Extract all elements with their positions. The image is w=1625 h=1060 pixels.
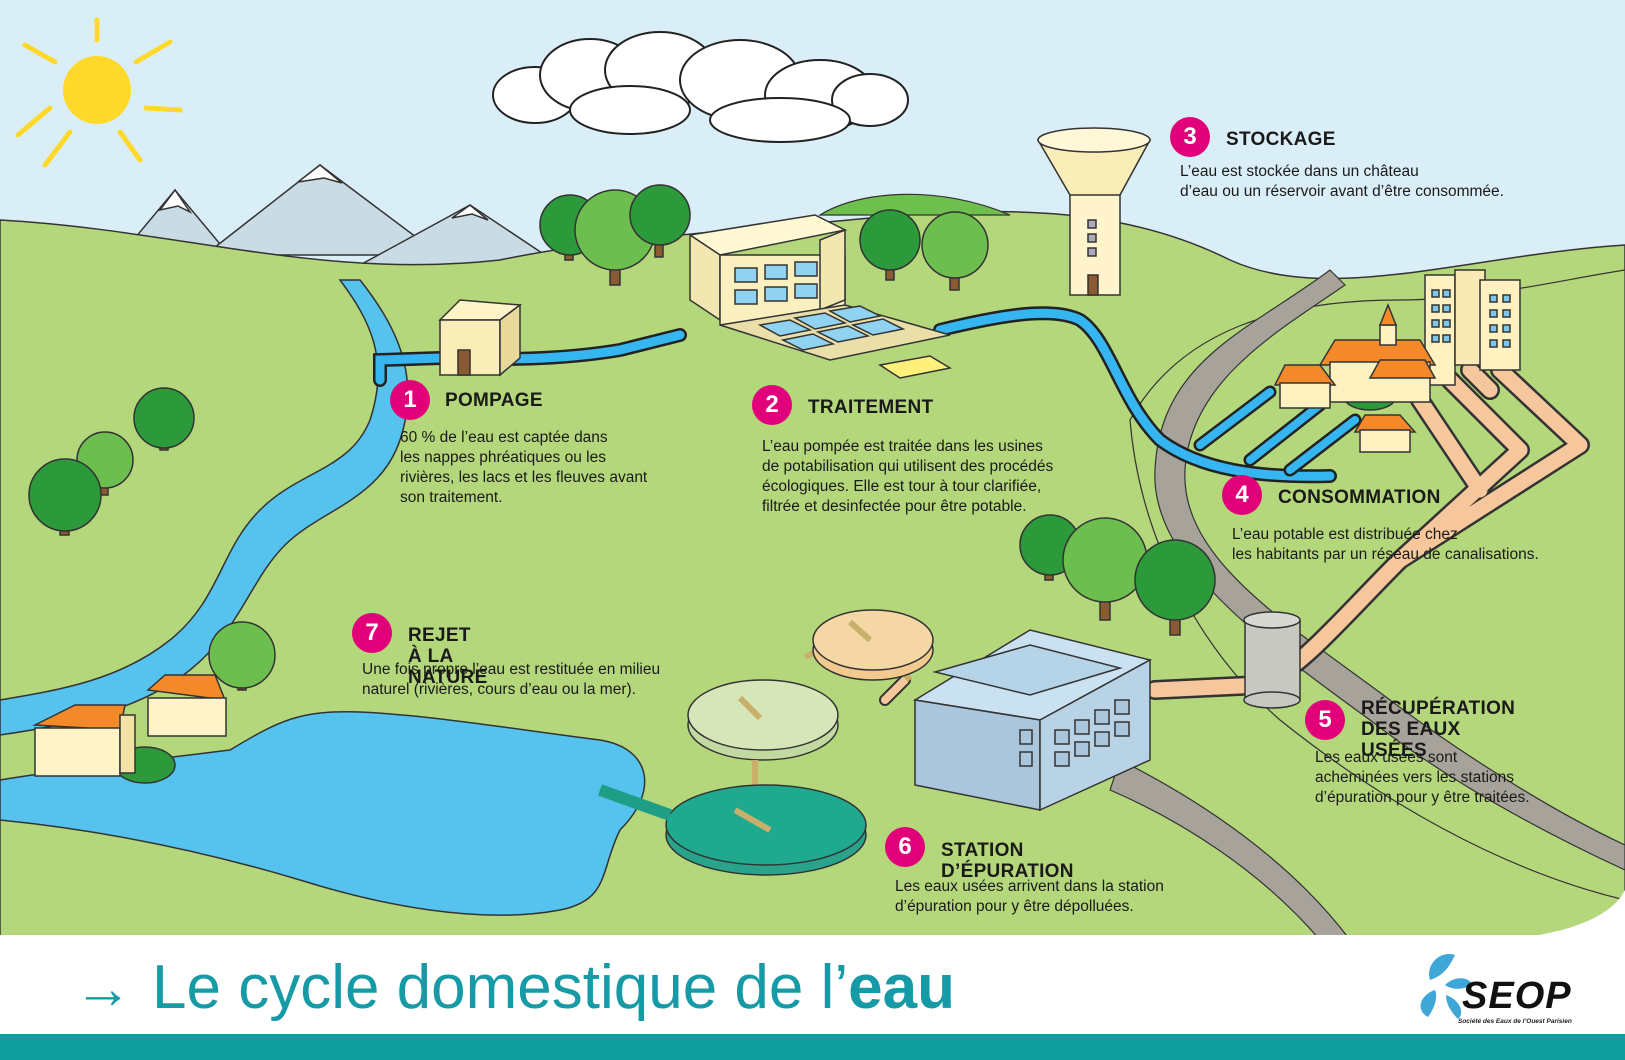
step-number-badge: 7 xyxy=(352,613,392,653)
step-description: Les eaux usées sont acheminées vers les … xyxy=(1315,749,1530,806)
step-title: STATION D’ÉPURATION xyxy=(941,840,1074,882)
seop-drop-logo-icon xyxy=(1420,954,1472,1019)
step-title: REJET À LA NATURE xyxy=(408,625,488,688)
step-title: STOCKAGE xyxy=(1226,129,1336,150)
waste-water-pipes xyxy=(879,360,1590,706)
step-number-badge: 4 xyxy=(1222,475,1262,515)
arrow-right-icon: → xyxy=(74,956,132,1021)
step-number-badge: 6 xyxy=(885,827,925,867)
mountains xyxy=(123,164,563,266)
water-tower xyxy=(1036,127,1152,296)
step-description: Une fois propre l’eau est restituée en m… xyxy=(362,661,661,698)
title-main: Le cycle domestique de l’ xyxy=(152,953,849,1022)
step-number-badge: 1 xyxy=(390,380,430,420)
logo-subtitle: Société des Eaux de l’Ouest Parisien xyxy=(1458,1018,1572,1025)
sewage-station xyxy=(912,611,1301,812)
cloud-icon xyxy=(492,31,909,143)
step-number-badge: 3 xyxy=(1170,117,1210,157)
step-description: 60 % de l’eau est captée dans les nappes… xyxy=(400,429,648,506)
step-number-badge: 5 xyxy=(1305,700,1345,740)
step-title: POMPAGE xyxy=(445,390,543,411)
step-description: L’eau est stockée dans un château d’eau … xyxy=(1180,163,1504,200)
sun-icon xyxy=(15,17,183,168)
step-title: TRAITEMENT xyxy=(808,397,934,418)
footer-stripe xyxy=(0,1034,1625,1060)
left-houses xyxy=(32,674,227,777)
logo-name: SEOP xyxy=(1462,975,1572,1017)
pumping-house xyxy=(438,299,523,377)
step-description: L’eau potable est distribuée chez les ha… xyxy=(1232,526,1539,563)
title-bold: eau xyxy=(848,953,956,1022)
footer-banner: → Le cycle domestique de l’eau SEOP Soci… xyxy=(0,935,1625,1060)
step-number-badge: 2 xyxy=(752,385,792,425)
step-title: RÉCUPÉRATION DES EAUX USÉES xyxy=(1361,698,1516,761)
step-description: L’eau pompée est traitée dans les usines… xyxy=(762,438,1054,515)
village xyxy=(1273,269,1521,453)
page-title: Le cycle domestique de l’eau xyxy=(152,955,955,1021)
river xyxy=(0,279,409,736)
treatment-plant xyxy=(687,214,953,379)
settling-tanks xyxy=(597,609,934,876)
step-description: Les eaux usées arrivent dans la station … xyxy=(895,878,1164,915)
step-title: CONSOMMATION xyxy=(1278,487,1441,508)
